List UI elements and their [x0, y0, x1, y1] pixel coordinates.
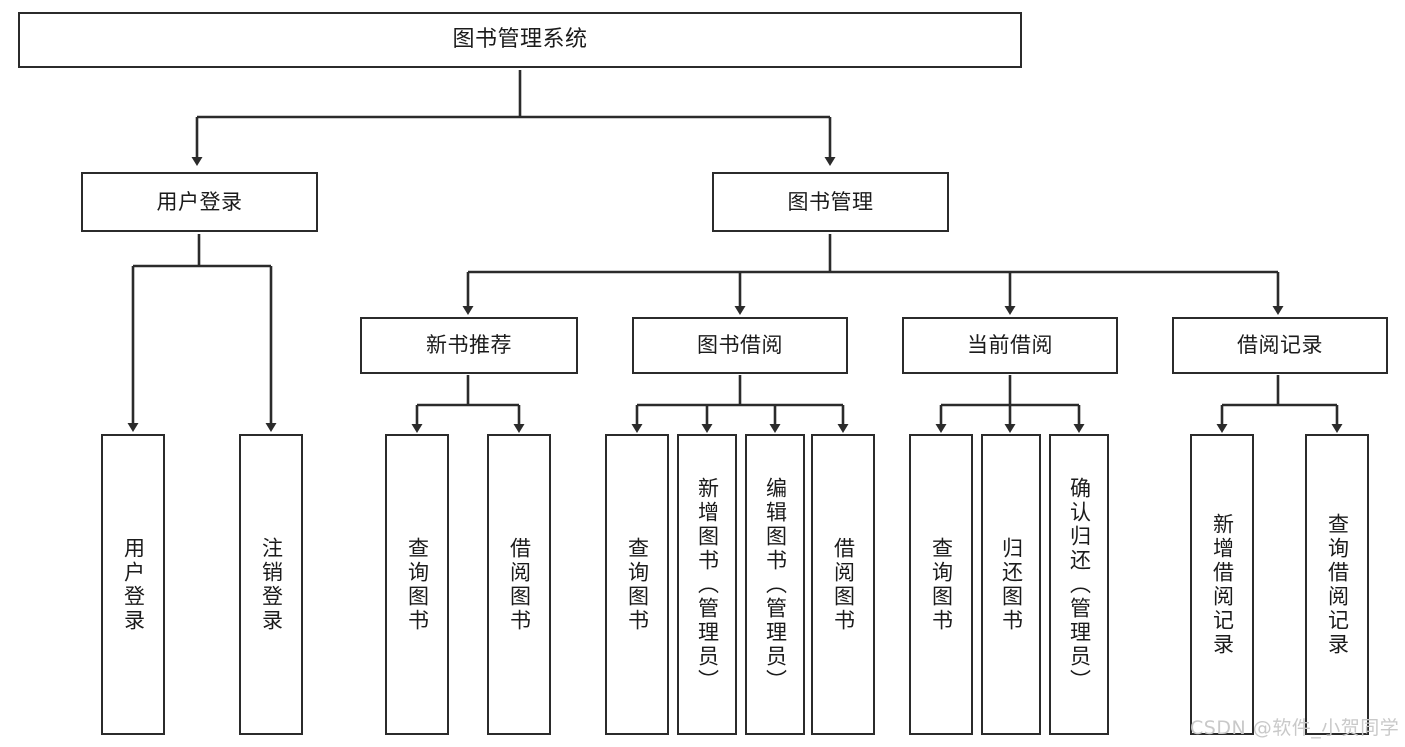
leaf-query-book-2[interactable]: 查询图书 — [605, 434, 669, 735]
leaf-borrow-book-2[interactable]: 借阅图书 — [811, 434, 875, 735]
node-borrow-record[interactable]: 借阅记录 — [1172, 317, 1388, 374]
leaf-edit-book[interactable]: 编辑图书（管理员） — [745, 434, 805, 735]
node-root-label: 图书管理系统 — [452, 27, 588, 53]
node-new-book-recommend-label: 新书推荐 — [426, 333, 512, 358]
node-borrow-record-label: 借阅记录 — [1237, 333, 1323, 358]
leaf-query-record[interactable]: 查询借阅记录 — [1305, 434, 1369, 735]
leaf-return-book-label: 归还图书 — [999, 536, 1024, 633]
leaf-return-book[interactable]: 归还图书 — [981, 434, 1041, 735]
node-root[interactable]: 图书管理系统 — [18, 12, 1022, 68]
node-book-manage-label: 图书管理 — [787, 189, 874, 214]
node-current-borrow-label: 当前借阅 — [967, 333, 1053, 358]
leaf-query-record-label: 查询借阅记录 — [1325, 512, 1350, 657]
leaf-user-login[interactable]: 用户登录 — [101, 434, 165, 735]
leaf-add-record[interactable]: 新增借阅记录 — [1190, 434, 1254, 735]
leaf-borrow-book-1-label: 借阅图书 — [507, 536, 532, 633]
leaf-add-book[interactable]: 新增图书（管理员） — [677, 434, 737, 735]
leaf-confirm-return[interactable]: 确认归还（管理员） — [1049, 434, 1109, 735]
leaf-query-book-3-label: 查询图书 — [929, 536, 954, 633]
leaf-logout-login[interactable]: 注销登录 — [239, 434, 303, 735]
node-current-borrow[interactable]: 当前借阅 — [902, 317, 1118, 374]
node-book-borrow[interactable]: 图书借阅 — [632, 317, 848, 374]
leaf-query-book-1[interactable]: 查询图书 — [385, 434, 449, 735]
leaf-add-record-label: 新增借阅记录 — [1210, 512, 1235, 657]
leaf-confirm-return-label: 确认归还（管理员） — [1067, 476, 1092, 693]
leaf-query-book-3[interactable]: 查询图书 — [909, 434, 973, 735]
node-user-login-label: 用户登录 — [156, 189, 243, 214]
leaf-borrow-book-2-label: 借阅图书 — [831, 536, 856, 633]
node-book-borrow-label: 图书借阅 — [697, 333, 783, 358]
leaf-query-book-1-label: 查询图书 — [405, 536, 430, 633]
node-book-manage[interactable]: 图书管理 — [712, 172, 949, 232]
node-user-login[interactable]: 用户登录 — [81, 172, 318, 232]
leaf-user-login-label: 用户登录 — [121, 536, 146, 633]
leaf-borrow-book-1[interactable]: 借阅图书 — [487, 434, 551, 735]
leaf-query-book-2-label: 查询图书 — [625, 536, 650, 633]
leaf-edit-book-label: 编辑图书（管理员） — [763, 476, 788, 693]
leaf-add-book-label: 新增图书（管理员） — [695, 476, 720, 693]
leaf-logout-login-label: 注销登录 — [259, 536, 284, 633]
node-new-book-recommend[interactable]: 新书推荐 — [360, 317, 578, 374]
